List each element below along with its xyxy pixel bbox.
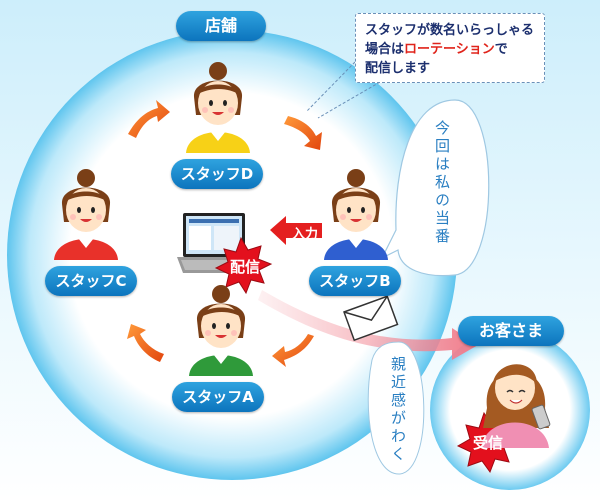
input-label: 入力 — [291, 227, 318, 242]
send-label: 配信 — [229, 258, 260, 276]
staff-d-figure — [186, 62, 250, 153]
callout-line-1: スタッフが数名いらっしゃる — [365, 23, 535, 38]
speech-bubble — [380, 99, 490, 277]
callout-connector — [305, 61, 356, 113]
receive-label: 受信 — [472, 434, 503, 452]
staff-c-label: スタッフC — [45, 266, 137, 296]
rotation-highlight: ローテーション — [404, 42, 495, 57]
rotation-arrow-c-to-d — [128, 100, 170, 138]
customer-label: お客さま — [458, 316, 564, 346]
speech-bubble-text: 今回は私の当番 — [433, 120, 451, 246]
staff-d-label: スタッフD — [171, 159, 263, 189]
rotation-arrow-d-to-b — [284, 116, 322, 150]
customer-comment-text: 親近感がわく — [389, 356, 407, 464]
staff-b-figure — [324, 169, 388, 260]
rotation-arrow-b-to-a — [272, 334, 314, 367]
mobile-phone-icon — [531, 404, 551, 430]
callout-line-2: 場合はローテーションで — [365, 42, 508, 57]
comment-bubble — [367, 341, 425, 475]
callout-line-3: 配信します — [365, 61, 431, 76]
staff-b-label: スタッフB — [309, 266, 401, 296]
staff-c-figure — [54, 169, 118, 260]
customer-figure — [481, 364, 551, 448]
send-starburst — [214, 236, 273, 295]
rotation-arrow-a-to-c — [127, 324, 164, 362]
staff-a-figure — [189, 285, 253, 376]
input-arrow-tag — [270, 216, 322, 245]
staff-a-label: スタッフA — [172, 382, 264, 412]
store-label: 店舗 — [176, 11, 266, 41]
rotation-callout: スタッフが数名いらっしゃる 場合はローテーションで 配信します — [355, 13, 545, 83]
mail-flow-arrow — [258, 290, 478, 360]
envelope-icon — [343, 295, 399, 342]
